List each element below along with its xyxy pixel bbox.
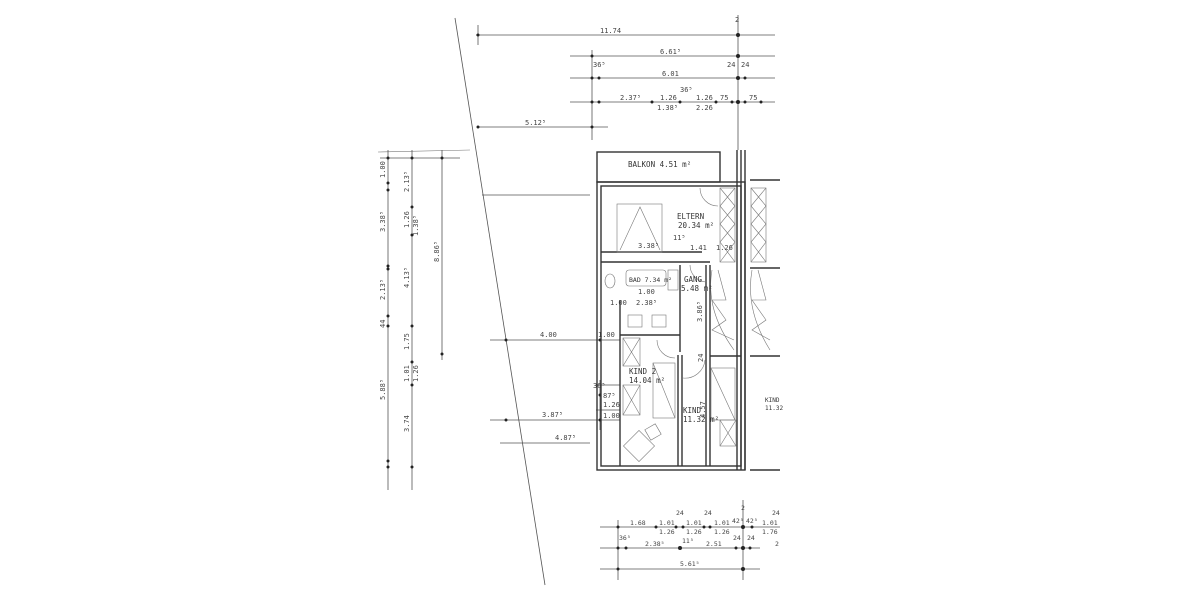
dim-bottom: 1.26 (686, 528, 702, 536)
dim-inner: 1.00 (638, 288, 655, 296)
dim-top: 24 (727, 61, 735, 69)
dim-inner: 4.57 (699, 401, 707, 418)
toilet (604, 273, 616, 289)
dim-top: 1.26 (696, 94, 713, 102)
dim-top: 6.01 (662, 70, 679, 78)
dim-bottom: 1.26 (714, 528, 730, 536)
dim-top: 75 (720, 94, 728, 102)
room-label-kind2: KIND 2 (629, 367, 656, 376)
dim-bottom: 2.51 (706, 540, 722, 548)
dim-bottom: 2 (775, 540, 779, 548)
dim-left: 4.13⁵ (403, 267, 411, 288)
room-label-bad: BAD 7.34 m² (629, 276, 672, 284)
dim-left: 2.13⁵ (379, 279, 387, 300)
dim-inner: 4.87⁵ (555, 434, 576, 442)
dim-bottom: 24 (676, 509, 684, 517)
dim-top: 2.37⁵ (620, 94, 641, 102)
room-label-eltern: ELTERN (677, 212, 704, 221)
room-label-kind-neighbor: KIND (765, 397, 780, 404)
dim-top: 2 (735, 16, 739, 24)
dim-inner: 3.87⁵ (542, 411, 563, 419)
dim-left: 8.86⁵ (433, 241, 441, 262)
staircase (710, 269, 771, 351)
dim-inner: 24 (697, 354, 705, 362)
dim-inner: 1.26 (716, 244, 733, 252)
dim-bottom: 1.01 (659, 519, 675, 527)
dim-bottom: 1.01 (686, 519, 702, 527)
door (656, 187, 719, 379)
dim-left: 1.01 (403, 365, 411, 382)
room-label-kind: KIND (683, 406, 702, 415)
dim-inner: 1.00 (598, 331, 615, 339)
dim-top: 36⁵ (680, 86, 693, 94)
left-dimensions (380, 150, 460, 490)
room-area-kind-neighbor: 11.32 (765, 405, 783, 412)
dim-top: 6.61⁵ (660, 48, 681, 56)
dim-inner: 1.26 (603, 401, 620, 409)
bottom-dimensions (600, 500, 780, 580)
building-walls (596, 150, 780, 471)
dim-inner: 87⁵ (603, 392, 616, 400)
dim-bottom: 1.01 (762, 519, 778, 527)
dim-bottom: 2 (741, 504, 745, 512)
dim-top: 36⁵ (593, 61, 606, 69)
bathtub (625, 269, 679, 291)
dim-left: 1.26 (412, 365, 420, 382)
dim-bottom: 2.38⁵ (645, 540, 665, 548)
dim-top: 2.26 (696, 104, 713, 112)
dim-inner: 3.86⁵ (696, 301, 704, 322)
dim-bottom: 24 (747, 534, 755, 542)
dim-inner: 11⁵ (673, 234, 686, 242)
dim-left: 5.88⁵ (379, 379, 387, 400)
dim-top: 1.26 (660, 94, 677, 102)
dim-top: 5.12⁵ (525, 119, 546, 127)
desk (623, 423, 662, 462)
dim-inner: 36⁵ (593, 382, 606, 390)
room-label-balkon: BALKON 4.51 m² (628, 160, 691, 169)
dim-bottom: 42⁵ (746, 517, 758, 525)
dim-bottom: 1.76 (762, 528, 778, 536)
sink (627, 314, 667, 328)
dim-top: 75 (749, 94, 757, 102)
room-label-gang: GANG (684, 275, 703, 284)
dim-inner: 4.00 (540, 331, 557, 339)
dim-inner: 1.00 (610, 299, 627, 307)
dim-inner: 2.38⁵ (636, 299, 657, 307)
dim-inner: 3.38⁵ (638, 242, 659, 250)
dim-top: 24 (741, 61, 749, 69)
dim-left: 1.00 (379, 161, 387, 178)
boundary-segment (377, 149, 471, 153)
dim-bottom: 42⁵ (732, 517, 744, 525)
dim-bottom: 1.68 (630, 519, 646, 527)
dim-top: 1.38⁵ (657, 104, 678, 112)
dim-inner: 1.00 (603, 412, 620, 420)
inner-left-dimensions (482, 194, 620, 444)
room-area-gang: 5.48 m² (681, 284, 713, 293)
dim-bottom: 11⁵ (682, 537, 694, 545)
top-dimensions (476, 15, 775, 150)
dim-left: 1.26 (403, 211, 411, 228)
dim-bottom: 1.01 (714, 519, 730, 527)
room-area-eltern: 20.34 m² (678, 221, 714, 230)
dim-bottom: 24 (772, 509, 780, 517)
dim-left: 1.38⁵ (412, 215, 420, 236)
dim-bottom: 36⁵ (619, 534, 631, 542)
bed (616, 203, 736, 421)
dim-left: 3.74 (403, 415, 411, 432)
dim-bottom: 5.61⁵ (680, 560, 700, 568)
dim-left: 3.38⁵ (379, 211, 387, 232)
dim-total-width: 11.74 (600, 27, 621, 35)
dim-left: 44 (379, 320, 387, 328)
wardrobe (622, 187, 767, 447)
dim-inner: 1.41 (690, 244, 707, 252)
room-area-kind2: 14.04 m² (629, 376, 665, 385)
property-boundary-line (454, 17, 546, 586)
dim-bottom: 24 (704, 509, 712, 517)
room-area-kind: 11.32 m² (683, 415, 719, 424)
dim-bottom: 1.26 (659, 528, 675, 536)
dim-left: 2.13⁵ (403, 171, 411, 192)
dim-bottom: 24 (733, 534, 741, 542)
dim-left: 1.75 (403, 333, 411, 350)
